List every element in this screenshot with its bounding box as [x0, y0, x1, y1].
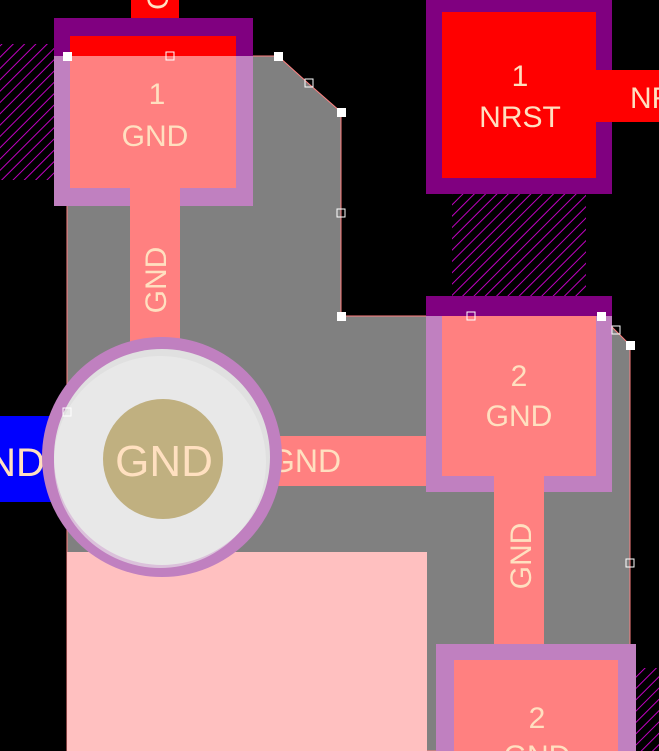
vertex-handle[interactable] — [337, 312, 346, 321]
pink-region[interactable] — [67, 552, 427, 751]
top-stub-label: GND — [142, 0, 175, 10]
blue-trace-label: GND — [0, 441, 45, 485]
nrst-stub-label: NRST — [630, 82, 659, 115]
hatch-area-left — [0, 44, 58, 180]
hatch-area-bottom-right — [634, 668, 659, 751]
midpoint-handle[interactable] — [165, 51, 175, 61]
midpoint-handle[interactable] — [611, 325, 621, 335]
pad-top-left-net: GND — [122, 120, 189, 153]
vertex-handle[interactable] — [337, 108, 346, 117]
pad-top-left-red — [70, 36, 236, 56]
pad-bottom-right-net: GND — [504, 740, 571, 751]
vertex-handle[interactable] — [274, 52, 283, 61]
pad-mid-right-number: 2 — [511, 360, 528, 393]
pad-top-right[interactable] — [442, 12, 596, 178]
trace-vertical-left[interactable] — [130, 188, 180, 358]
trace-vertical-left-label: GND — [140, 247, 173, 314]
midpoint-handle[interactable] — [304, 78, 314, 88]
trace-vertical-right-label: GND — [505, 523, 538, 590]
midpoint-handle[interactable] — [336, 208, 346, 218]
pad-bottom-right-number: 2 — [529, 702, 546, 735]
pad-top-left-number: 1 — [149, 78, 166, 111]
vertex-handle[interactable] — [597, 312, 606, 321]
vertex-handle[interactable] — [626, 341, 635, 350]
pad-top-right-number: 1 — [512, 60, 529, 93]
selection-handles — [62, 51, 635, 568]
hatch-area-top-right — [452, 194, 586, 298]
midpoint-handle[interactable] — [62, 407, 72, 417]
vertex-handle[interactable] — [63, 52, 72, 61]
nrst-stub-trace[interactable] — [596, 70, 659, 122]
pad-top-left[interactable] — [70, 56, 236, 188]
pad-mid-right-net: GND — [486, 400, 553, 433]
pad-top-right-net: NRST — [479, 101, 561, 134]
trace-vertical-right[interactable] — [494, 476, 544, 646]
via[interactable] — [103, 399, 223, 519]
pad-bottom-right[interactable] — [454, 660, 618, 751]
pad-mid-right[interactable] — [442, 316, 596, 476]
via-net-label: GND — [115, 437, 213, 486]
midpoint-handle[interactable] — [466, 311, 476, 321]
midpoint-handle[interactable] — [625, 558, 635, 568]
